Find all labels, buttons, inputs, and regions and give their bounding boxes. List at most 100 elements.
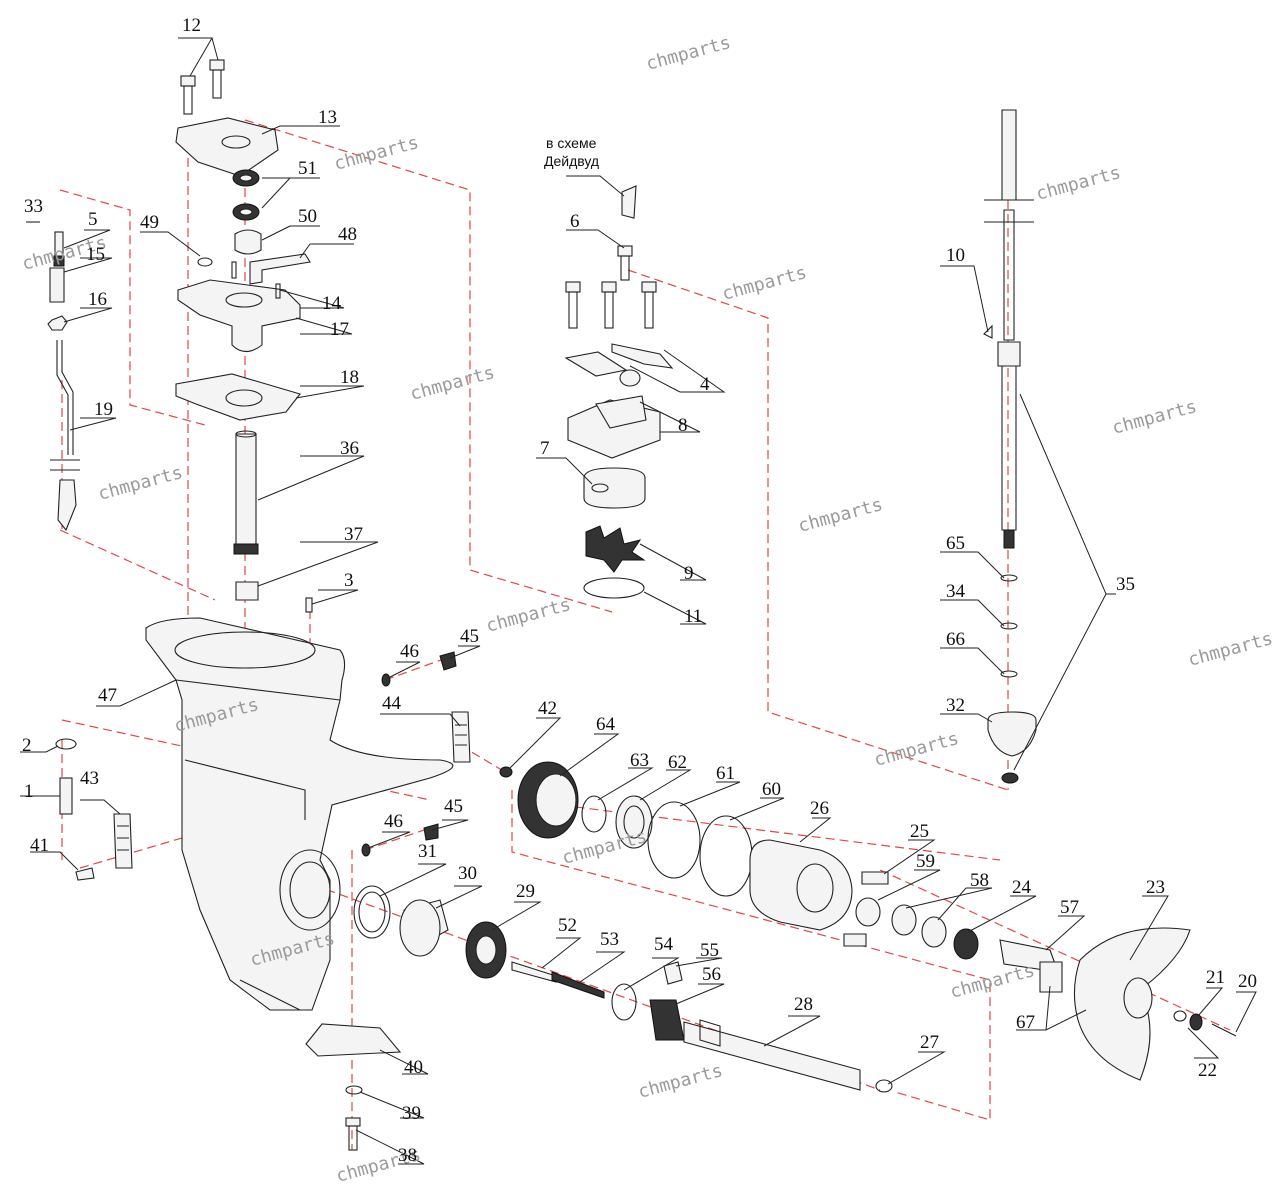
part-label: 62 <box>668 752 687 773</box>
part-label: 51 <box>298 158 317 179</box>
washer-49 <box>197 257 213 267</box>
part-label: 31 <box>418 841 437 862</box>
watermark: chmparts <box>408 362 497 405</box>
part-label: 50 <box>298 206 317 227</box>
part-label: 46 <box>384 811 403 832</box>
skeg-plate-assembly <box>305 1023 402 1151</box>
part-label: 25 <box>910 821 929 842</box>
grommet-37 <box>235 581 259 601</box>
part-label: 47 <box>98 685 117 706</box>
pin-3 <box>305 597 313 613</box>
water-pump-base-17 <box>177 279 301 353</box>
part-label: 35 <box>1116 574 1135 595</box>
part-label: 64 <box>596 714 616 735</box>
driveshaft-assembly <box>983 109 1037 784</box>
watermark: chmparts <box>560 826 649 869</box>
part-label: 37 <box>344 524 363 545</box>
part-label: 63 <box>630 750 649 771</box>
part-label: 30 <box>458 863 477 884</box>
note-callout: в схеме Дейдвуд <box>544 135 599 169</box>
part-label: 45 <box>460 626 479 647</box>
part-label: 6 <box>570 211 580 232</box>
part-label: 29 <box>516 881 535 902</box>
part-label: 18 <box>340 367 359 388</box>
bolts-12 <box>180 59 225 115</box>
part-label: 17 <box>330 319 349 340</box>
part-label: 46 <box>400 641 419 662</box>
gasket-18 <box>175 373 301 421</box>
watermark: chmparts <box>644 32 733 75</box>
gearcase-housing-47 <box>145 617 454 1011</box>
part-label: 5 <box>88 209 98 230</box>
watermark: chmparts <box>948 960 1037 1003</box>
part-label: 40 <box>404 1057 423 1078</box>
watermark: chmparts <box>796 494 885 537</box>
part-label: 66 <box>946 629 965 650</box>
bracket-48 <box>249 253 311 285</box>
part-label: 41 <box>30 835 49 856</box>
part-label: 26 <box>810 798 829 819</box>
part-label: 12 <box>182 15 201 36</box>
part-label: 34 <box>946 581 966 602</box>
part-label: 22 <box>1198 1060 1217 1081</box>
part-label: 53 <box>600 929 619 950</box>
watermark: chmparts <box>332 132 421 175</box>
part-label: 3 <box>344 570 354 591</box>
note-line-2: Дейдвуд <box>544 153 599 169</box>
watermark: chmparts <box>1110 396 1199 439</box>
part-label: 56 <box>702 964 721 985</box>
note-line-1: в схеме <box>546 135 597 151</box>
part-label: 36 <box>340 438 359 459</box>
watermark: chmparts <box>636 1060 725 1103</box>
water-pump-assembly <box>564 185 674 599</box>
part-label: 42 <box>538 698 557 719</box>
watermark: chmparts <box>484 594 573 637</box>
side-fasteners <box>55 651 513 881</box>
part-label: 23 <box>1146 877 1165 898</box>
part-label: 55 <box>700 940 719 961</box>
part-label: 16 <box>88 289 107 310</box>
watermark: chmparts <box>1186 628 1272 671</box>
part-label: 32 <box>946 695 965 716</box>
part-label: 57 <box>1060 897 1079 918</box>
part-label: 4 <box>700 374 710 395</box>
part-label: 10 <box>946 245 965 266</box>
part-label: 14 <box>322 293 342 314</box>
bearings-51 <box>232 169 260 221</box>
part-label: 61 <box>716 763 735 784</box>
shift-rod-assembly <box>26 221 80 532</box>
part-label: 44 <box>382 693 402 714</box>
part-label: 39 <box>402 1103 421 1124</box>
part-label: 11 <box>684 606 702 627</box>
part-label: 48 <box>338 224 357 245</box>
part-label: 54 <box>654 934 674 955</box>
part-label: 45 <box>444 796 463 817</box>
part-label: 38 <box>398 1145 417 1166</box>
part-label: 20 <box>1238 971 1257 992</box>
part-label: 13 <box>318 107 337 128</box>
part-label: 2 <box>22 735 32 756</box>
part-label: 65 <box>946 533 965 554</box>
part-label: 1 <box>24 781 34 802</box>
part-label: 7 <box>540 438 550 459</box>
tube-36 <box>235 433 257 549</box>
part-label: 21 <box>1206 967 1225 988</box>
part-label: 59 <box>916 851 935 872</box>
propeller-shaft-gears <box>353 885 893 1093</box>
part-label: 8 <box>678 415 688 436</box>
part-label: 49 <box>140 212 159 233</box>
bearing-carrier-group <box>517 761 1237 1081</box>
label-leaders <box>20 37 1257 1165</box>
part-label: 67 <box>1016 1012 1035 1033</box>
part-label: 24 <box>1012 877 1032 898</box>
part-label: 60 <box>762 779 781 800</box>
part-label: 19 <box>94 399 113 420</box>
watermark: chmparts <box>1034 162 1123 205</box>
watermark: chmparts <box>96 462 185 505</box>
part-label: 28 <box>794 994 813 1015</box>
watermark: chmparts <box>720 262 809 305</box>
part-label: 52 <box>558 915 577 936</box>
bushing-50 <box>234 229 262 255</box>
part-label: 33 <box>24 196 43 217</box>
part-label: 58 <box>970 870 989 891</box>
